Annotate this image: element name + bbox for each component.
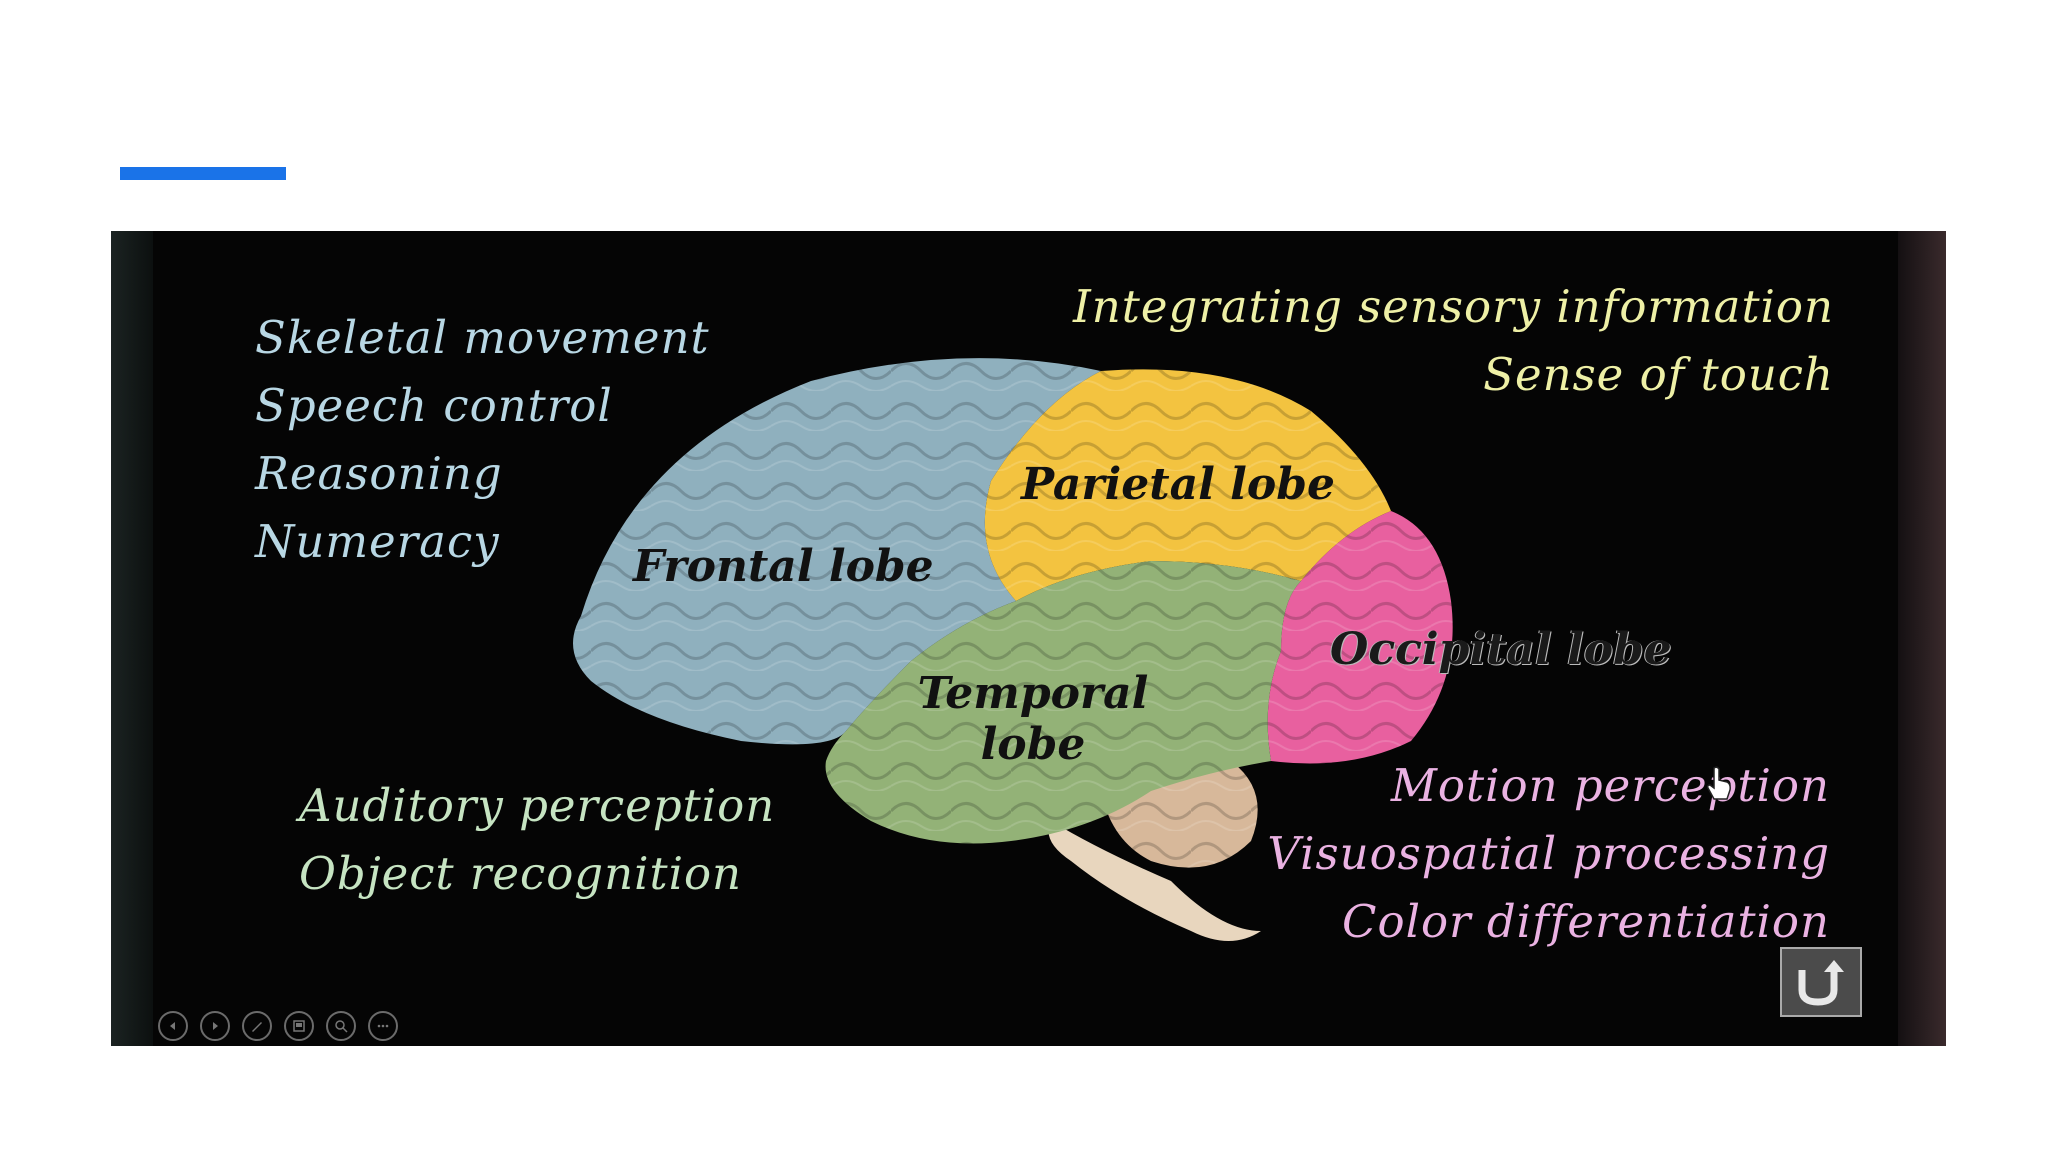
temporal-function-1: Auditory perception	[299, 779, 776, 832]
parietal-lobe-label: Parietal lobe	[1021, 459, 1335, 510]
slide-frame: Frontal lobe Parietal lobe Temporal lobe…	[111, 231, 1946, 1046]
slide-edge-right	[1898, 231, 1946, 1046]
temporal-lobe-label-line2: lobe	[980, 719, 1086, 770]
occipital-function-1: Motion perception	[1390, 759, 1830, 812]
temporal-function-2: Object recognition	[299, 847, 743, 900]
frontal-function-2: Speech control	[255, 379, 613, 432]
temporal-lobe-label-line1: Temporal	[917, 668, 1149, 719]
accent-bar	[120, 167, 286, 180]
return-button[interactable]	[1780, 947, 1862, 1017]
frontal-function-4: Numeracy	[255, 515, 500, 568]
presentation-controls	[158, 1011, 398, 1041]
slides-icon[interactable]	[284, 1011, 314, 1041]
next-icon[interactable]	[200, 1011, 230, 1041]
previous-icon[interactable]	[158, 1011, 188, 1041]
brain-illustration	[573, 358, 1453, 941]
more-icon[interactable]	[368, 1011, 398, 1041]
pen-icon[interactable]	[242, 1011, 272, 1041]
temporal-lobe-label: Temporal lobe	[898, 668, 1168, 770]
frontal-function-3: Reasoning	[255, 447, 503, 500]
hand-cursor-icon	[1707, 766, 1731, 800]
parietal-function-2: Sense of touch	[1483, 348, 1834, 401]
slide-edge-left	[111, 231, 153, 1046]
occipital-function-3: Color differentiation	[1342, 895, 1830, 948]
parietal-function-1: Integrating sensory information	[1073, 280, 1834, 333]
frontal-lobe-label: Frontal lobe	[633, 541, 934, 592]
frontal-function-1: Skeletal movement	[255, 311, 710, 364]
brainstem	[1048, 821, 1261, 941]
occipital-lobe-label: Occipital lobe	[1330, 624, 1672, 675]
return-arrow-icon	[1798, 960, 1844, 1006]
zoom-icon[interactable]	[326, 1011, 356, 1041]
occipital-function-2: Visuospatial processing	[1267, 827, 1830, 880]
